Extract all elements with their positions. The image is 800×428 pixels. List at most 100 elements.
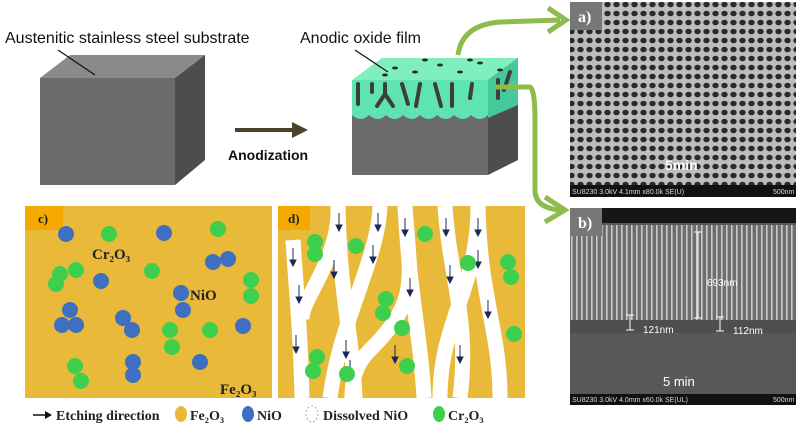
- panel-b-scale: 500nm: [773, 397, 795, 404]
- arrowhead-icon: [289, 259, 297, 268]
- cr2o3-particle: [500, 254, 516, 270]
- arrowhead-icon: [342, 351, 350, 360]
- cr2o3-particle: [144, 263, 160, 279]
- arrowhead-icon: [474, 261, 482, 270]
- legend-fe2o3: Fe₂O₃: [190, 409, 224, 424]
- thickness-film: 693nm: [707, 278, 738, 289]
- anodization-label: Anodization: [228, 147, 308, 163]
- panel-a-label: a): [578, 9, 591, 26]
- cr2o3-particle: [307, 246, 323, 262]
- cr2o3-label: Cr₂O₃: [92, 247, 131, 263]
- cr2o3-particle: [307, 234, 323, 250]
- dissolved-nio-swatch-icon: [305, 405, 319, 423]
- cr2o3-particle: [164, 339, 180, 355]
- cr2o3-particle: [309, 349, 325, 365]
- cr2o3-particle: [348, 238, 364, 254]
- substrate-label: Austenitic stainless steel substrate: [5, 30, 250, 47]
- nio-label: NiO: [190, 288, 217, 304]
- arrowhead-icon: [295, 296, 303, 305]
- cr2o3-particle: [202, 322, 218, 338]
- thickness-left: 121nm: [643, 325, 674, 336]
- arrowhead-icon: [391, 356, 399, 365]
- cr2o3-particle: [305, 363, 321, 379]
- sem-image-b: b) 693nm 121nm 112nm 5 min SU8230 3.0kV …: [570, 208, 796, 405]
- nio-particle: [125, 367, 141, 383]
- cr2o3-particle: [506, 326, 522, 342]
- nio-particle: [173, 285, 189, 301]
- nio-particle: [235, 318, 251, 334]
- film-label: Anodic oxide film: [300, 30, 421, 47]
- substrate-cube: [40, 55, 205, 185]
- anodized-cube: [352, 58, 518, 175]
- nio-particle: [125, 354, 141, 370]
- arrowhead-icon: [406, 289, 414, 298]
- fe2o3-swatch-icon: [175, 406, 187, 422]
- cr2o3-particle: [339, 366, 355, 382]
- panel-b-info: SU8230 3.0kV 4.0mm x60.0k SE(UL): [572, 397, 688, 404]
- cr2o3-particle: [101, 226, 117, 242]
- panel-a-time: 5min: [665, 157, 698, 173]
- nio-particle: [124, 322, 140, 338]
- legend-nio: NiO: [257, 409, 282, 424]
- legend-dissolved: Dissolved NiO: [323, 409, 408, 424]
- film-pointer: [354, 49, 389, 73]
- fe2o3-label: Fe₂O₃: [220, 382, 257, 398]
- arrowhead-icon: [335, 224, 343, 233]
- panel-b-time: 5 min: [663, 374, 695, 389]
- cr2o3-particle: [243, 288, 259, 304]
- green-arrow-bottom-icon: [495, 84, 570, 225]
- cr2o3-particle: [73, 373, 89, 389]
- cr2o3-particle: [162, 322, 178, 338]
- nio-particle: [54, 317, 70, 333]
- cr2o3-particle: [394, 320, 410, 336]
- cr2o3-particle: [67, 358, 83, 374]
- panel-a-scale: 500nm: [773, 189, 795, 196]
- cr2o3-swatch-icon: [433, 406, 445, 422]
- arrowhead-icon: [474, 229, 482, 238]
- panel-d: d): [278, 205, 525, 399]
- nio-particle: [68, 317, 84, 333]
- nio-particle: [115, 310, 131, 326]
- panel-c: c) Cr₂O₃ NiO Fe₂O₃: [25, 206, 272, 398]
- anodization-arrow-icon: [235, 122, 308, 138]
- substrate-pointer: [57, 49, 96, 76]
- cr2o3-particle: [210, 221, 226, 237]
- arrowhead-icon: [374, 224, 382, 233]
- green-arrow-top-icon: [455, 5, 571, 56]
- legend-etching: Etching direction: [56, 409, 160, 424]
- thickness-right: 112nm: [733, 326, 763, 337]
- nio-particle: [156, 225, 172, 241]
- cr2o3-particle: [48, 276, 64, 292]
- arrowhead-icon: [442, 229, 450, 238]
- nio-particle: [205, 254, 221, 270]
- panel-d-label: d): [288, 211, 300, 226]
- nio-particle: [192, 354, 208, 370]
- panel-c-label: c): [38, 211, 48, 226]
- nio-swatch-icon: [242, 406, 254, 422]
- legend: Etching direction Fe₂O₃ NiO Dissolved Ni…: [33, 405, 484, 424]
- arrowhead-icon: [456, 356, 464, 365]
- nio-particle: [93, 273, 109, 289]
- cr2o3-particle: [399, 358, 415, 374]
- panel-b-label: b): [578, 215, 592, 232]
- nio-particle: [220, 251, 236, 267]
- cr2o3-particle: [68, 262, 84, 278]
- arrowhead-icon: [369, 256, 377, 265]
- panel-a-info: SU8230 3.0kV 4.1mm x80.0k SE(U): [572, 189, 684, 196]
- arrowhead-icon: [292, 346, 300, 355]
- cr2o3-particle: [417, 226, 433, 242]
- cr2o3-particle: [378, 291, 394, 307]
- arrowhead-icon: [446, 276, 454, 285]
- cr2o3-particle: [243, 272, 259, 288]
- arrowhead-icon: [401, 229, 409, 238]
- cr2o3-particle: [503, 269, 519, 285]
- sem-image-a: a) 5min SU8230 3.0kV 4.1mm x80.0k SE(U) …: [570, 2, 796, 197]
- cr2o3-particle: [375, 305, 391, 321]
- nio-particle: [62, 302, 78, 318]
- arrowhead-icon: [484, 311, 492, 320]
- etching-arrow-icon: [33, 411, 52, 419]
- legend-cr2o3: Cr₂O₃: [448, 409, 484, 424]
- nio-particle: [58, 226, 74, 242]
- arrowhead-icon: [330, 271, 338, 280]
